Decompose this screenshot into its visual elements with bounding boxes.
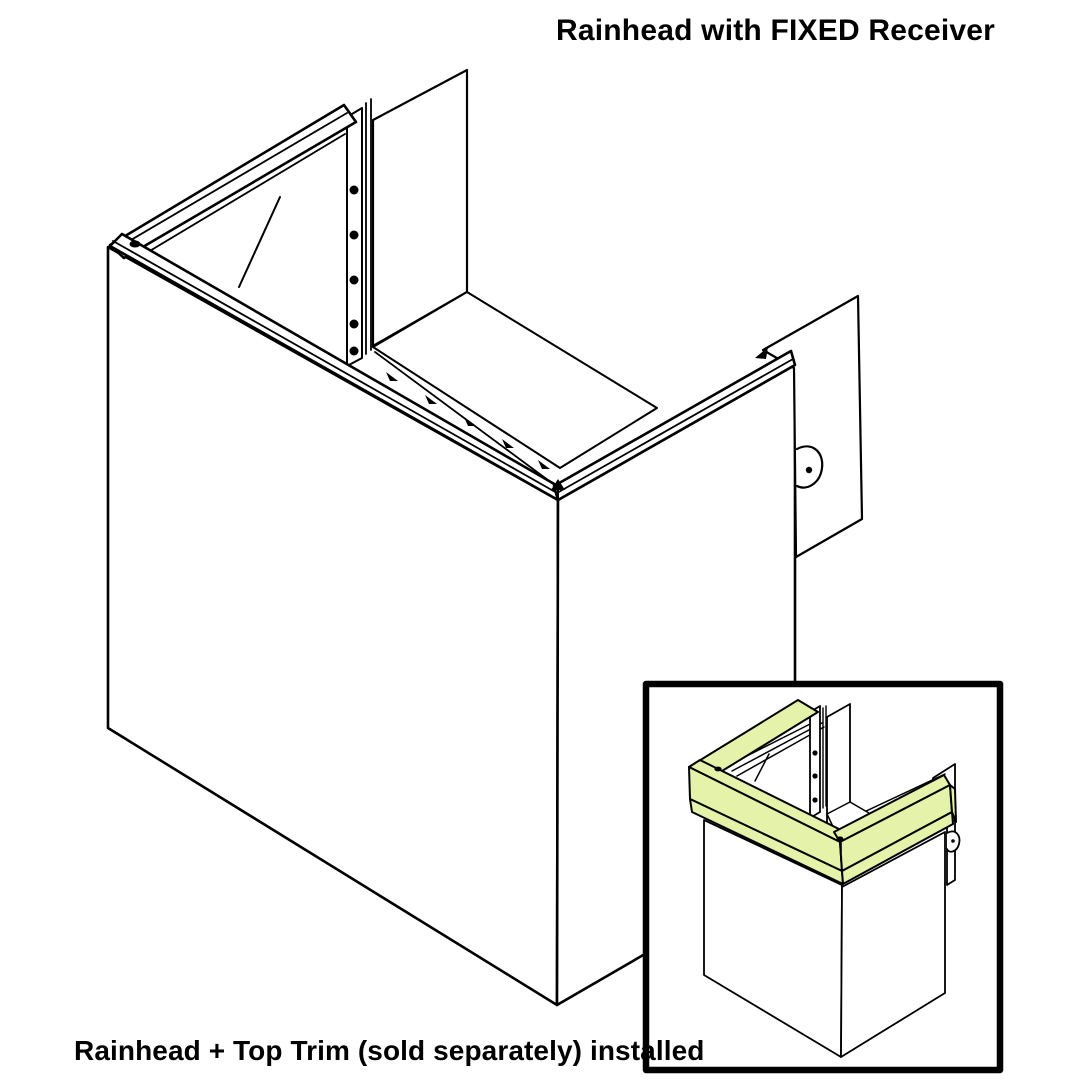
strip-holes <box>349 185 359 356</box>
inset-tab-hole <box>951 839 955 843</box>
receiver-front-rail-ridge <box>112 240 558 494</box>
inset-gusset-brace <box>754 753 770 782</box>
interior-floor <box>372 291 658 469</box>
corner-fastener-front <box>551 479 565 490</box>
front-rail-clips <box>386 372 550 469</box>
right-rail-notch <box>755 347 768 359</box>
inset-channel-line2 <box>731 722 823 772</box>
corner-rivet-left <box>129 240 141 248</box>
trim-right-lip <box>841 811 954 885</box>
receiver-back-rail <box>108 103 358 260</box>
inset-strip <box>809 705 821 819</box>
inset-corner-rivet-left <box>714 766 722 772</box>
inset-figure <box>642 680 1004 1074</box>
inset-strip-holes <box>812 750 818 803</box>
keyhole-tab-hole <box>805 466 813 474</box>
receiver-right-rail-ridge <box>556 358 794 494</box>
inset-box-right-face <box>840 831 946 1058</box>
gusset-brace <box>238 196 281 288</box>
receiver-back-rail-ridge <box>113 112 348 251</box>
green-top-trim <box>688 699 957 885</box>
receiver-back-rail-inner <box>132 133 346 262</box>
inset-corner-rivet-front <box>836 836 844 842</box>
trim-right-end-cap <box>949 784 957 823</box>
figure-caption: Rainhead + Top Trim (sold separately) in… <box>74 1035 705 1066</box>
page-title: Rainhead with FIXED Receiver <box>556 14 996 47</box>
